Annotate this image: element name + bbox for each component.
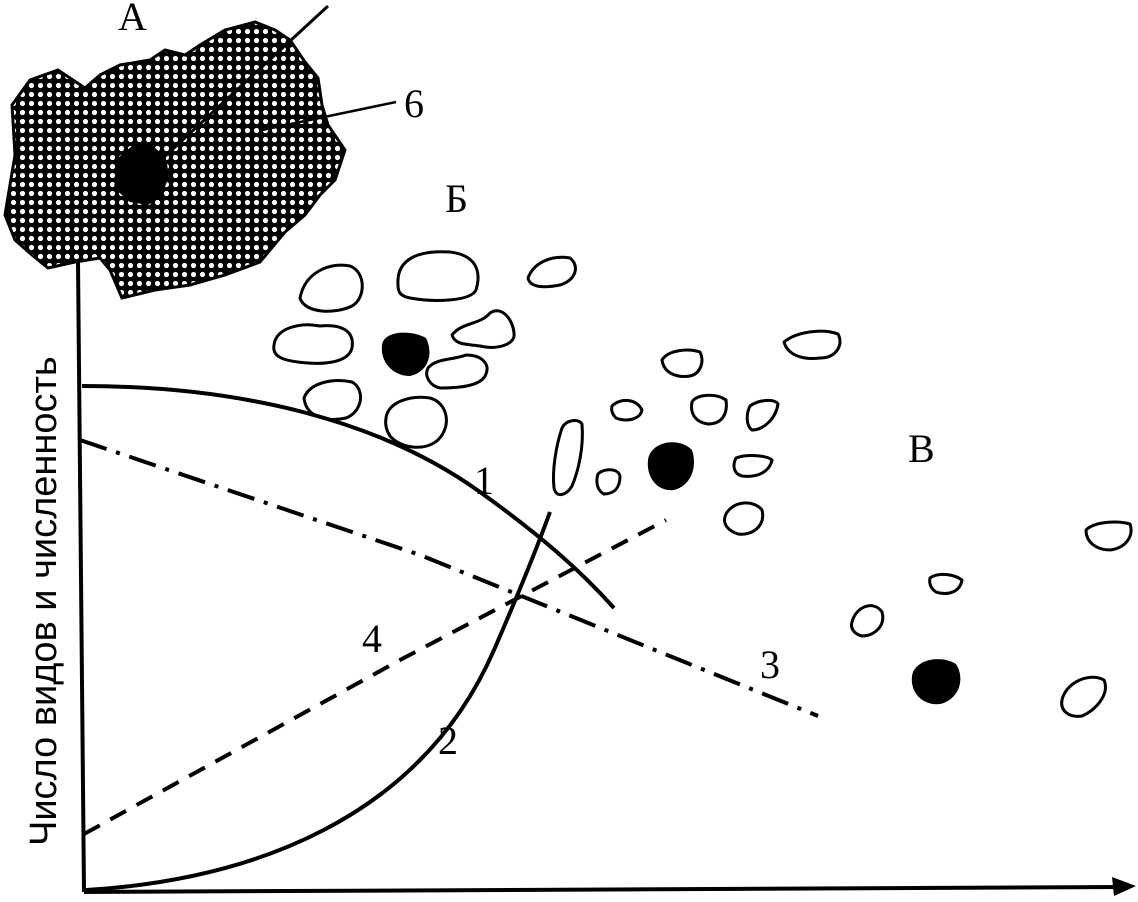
fragment [526, 255, 577, 289]
habitat-patch-a [3, 20, 347, 300]
curve-2-solid [85, 511, 552, 892]
y-axis-label: Число видов и численность [23, 356, 65, 846]
curve-2-label: 2 [438, 718, 458, 763]
fragment [660, 348, 704, 378]
x-axis-arrowhead [1112, 877, 1136, 896]
fragment [552, 419, 584, 496]
fragment [850, 604, 885, 638]
fragment [1060, 675, 1107, 718]
zone-a-label: А [118, 0, 147, 39]
core-blob-middle [647, 442, 694, 491]
fragment [595, 468, 622, 496]
fragment [425, 353, 489, 390]
leader-line-6 [261, 100, 397, 132]
fragment [723, 501, 765, 536]
fragment [782, 329, 842, 360]
fragment [450, 309, 516, 349]
fragment [272, 323, 354, 365]
y-axis [76, 261, 86, 893]
curve-1-label: 1 [474, 458, 494, 503]
axes [76, 261, 1136, 896]
fragment [1084, 520, 1133, 552]
leader-line-a [148, 4, 330, 172]
middle-fragments [552, 329, 842, 536]
fragment [690, 393, 728, 426]
fragment [298, 263, 364, 313]
curves [79, 384, 819, 892]
label-6: 6 [404, 81, 424, 126]
zone-a-habitat [3, 4, 397, 300]
fragment [732, 454, 774, 478]
fragment [610, 399, 644, 422]
curve-4-label: 4 [362, 616, 382, 661]
zone-v-fragments [850, 520, 1133, 718]
core-blob-b [381, 332, 430, 376]
zone-b-fragments [272, 250, 577, 449]
curve-3-dashdot [79, 438, 819, 718]
fragment [396, 250, 480, 302]
fragment [384, 395, 448, 449]
curve-4-dashed [83, 518, 667, 836]
labels: А 6 Б В 1 2 3 4 Число видов и численност… [23, 0, 935, 846]
zone-v-label: В [908, 426, 935, 471]
zone-b-label: Б [445, 176, 468, 221]
fragment [928, 572, 964, 595]
curve-3-label: 3 [760, 642, 780, 687]
x-axis [83, 885, 1123, 894]
core-blob-v [911, 659, 961, 705]
fragment [745, 398, 780, 432]
curve-1-solid [81, 384, 616, 610]
core-blob-a [114, 145, 169, 205]
